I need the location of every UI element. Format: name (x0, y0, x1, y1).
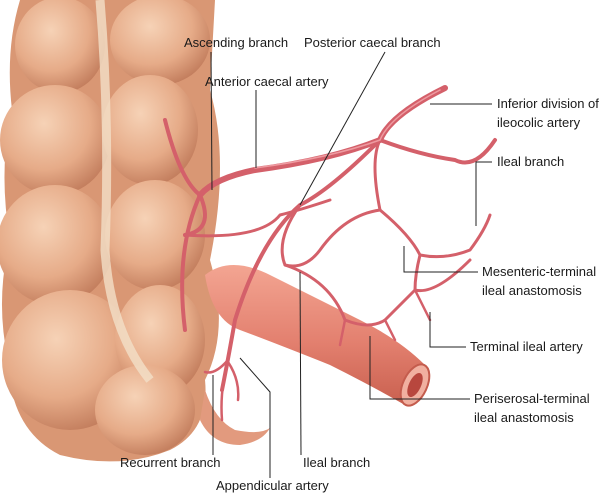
label-ascending-branch: Ascending branch (184, 35, 288, 50)
label-ileal-branch-upper: Ileal branch (497, 154, 564, 169)
leader-lines (210, 51, 492, 478)
label-posterior-caecal-branch: Posterior caecal branch (304, 35, 441, 50)
arteries (163, 85, 497, 422)
label-mesenteric-2: ileal anastomosis (482, 283, 582, 298)
label-recurrent-branch: Recurrent branch (120, 455, 220, 470)
label-ileal-branch-lower: Ileal branch (303, 455, 370, 470)
label-periserosal-2: ileal anastomosis (474, 410, 574, 425)
label-periserosal-1: Periserosal-terminal (474, 391, 590, 406)
label-inferior-division-2: ileocolic artery (497, 115, 581, 130)
label-mesenteric-1: Mesenteric-terminal (482, 264, 596, 279)
appendix (200, 390, 270, 445)
label-anterior-caecal-artery: Anterior caecal artery (205, 74, 329, 89)
label-inferior-division-1: Inferior division of (497, 96, 599, 111)
terminal-ileum (205, 265, 431, 407)
caecum-ascending-colon (0, 0, 270, 462)
label-appendicular-artery: Appendicular artery (216, 478, 329, 493)
label-terminal-ileal-artery: Terminal ileal artery (470, 339, 583, 354)
